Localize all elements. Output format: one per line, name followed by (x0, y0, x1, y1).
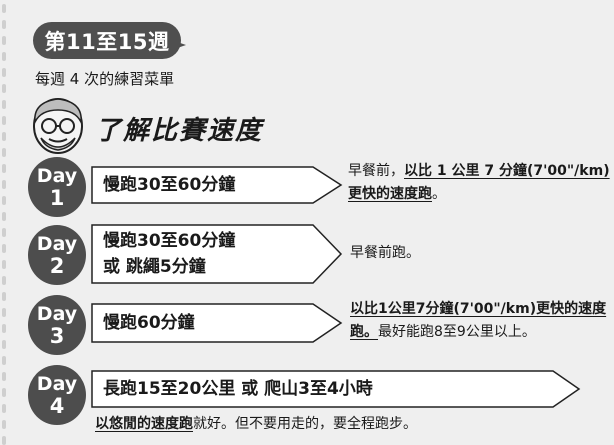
day-3-note-emphasis: 以比1公里7分鐘(7'00"/km)更快的速度跑。 (350, 301, 607, 340)
coach-portrait-icon (25, 92, 91, 162)
day-4-workout-arrow: 長跑15至20公里 或 爬山3至4小時 (91, 370, 581, 408)
day-2-note: 早餐前跑。 (350, 245, 420, 261)
day-word: Day (36, 165, 78, 187)
day-2-workout-line-2: 或 跳繩5分鐘 (103, 257, 206, 277)
day-2-workout-line-1: 慢跑30至60分鐘 (103, 231, 236, 251)
day-1-note-emphasis: 以比 1 公里 7 分鐘(7'00"/km) 更快的速度跑 (348, 163, 610, 202)
day-1-note: 早餐前，以比 1 公里 7 分鐘(7'00"/km) 更快的速度跑。 (348, 163, 610, 202)
day-1-workout-arrow: 慢跑30至60分鐘 (91, 166, 343, 204)
day-4-badge: Day 4 (28, 365, 86, 425)
day-number: 3 (49, 324, 65, 348)
day-word: Day (36, 373, 78, 395)
day-3-workout-line-1: 慢跑60分鐘 (103, 313, 195, 333)
day-2-workout-arrow: 慢跑30至60分鐘 或 跳繩5分鐘 (91, 224, 343, 284)
day-4-workout-line-1: 長跑15至20公里 或 爬山3至4小時 (103, 379, 373, 399)
day-1-badge: Day 1 (28, 157, 86, 217)
day-4-note-emphasis: 以悠閒的速度跑 (95, 416, 193, 432)
day-word: Day (36, 233, 78, 255)
day-number: 2 (49, 254, 65, 278)
section-title: 了解比賽速度 (95, 116, 264, 146)
day-3-badge: Day 3 (28, 295, 86, 355)
day-3-note: 以比1公里7分鐘(7'00"/km)更快的速度跑。最好能跑8至9公里以上。 (350, 301, 607, 340)
day-2-badge: Day 2 (28, 225, 86, 285)
weeks-badge: 第11至15週 (33, 22, 181, 59)
subtitle: 每週 4 次的練習菜單 (35, 70, 175, 88)
day-1-workout-line-1: 慢跑30至60分鐘 (103, 175, 236, 195)
day-number: 1 (49, 186, 65, 210)
day-number: 4 (49, 394, 65, 418)
day-4-note: 以悠閒的速度跑就好。但不要用走的，要全程跑步。 (95, 416, 417, 432)
day-3-workout-arrow: 慢跑60分鐘 (91, 303, 343, 343)
day-word: Day (36, 303, 78, 325)
